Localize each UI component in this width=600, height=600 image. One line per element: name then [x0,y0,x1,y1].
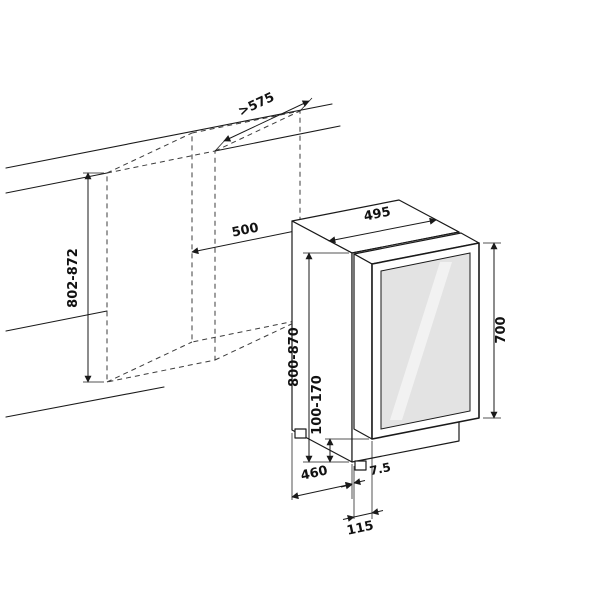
counter-line [214,125,341,152]
dim-appliance-width: 495 [323,205,460,254]
dimension-line [291,481,353,500]
counter-line [5,386,165,418]
dim-leg-height: 100-170 [310,375,369,463]
dim-niche-height: 802-872 [66,172,104,383]
dim-label-appliance-width: 495 [363,205,393,225]
dim-label-appliance-height: 800-870 [287,327,302,387]
counter-line [5,172,108,194]
counter-line [5,310,108,332]
dimension-line [353,478,366,486]
dim-niche-width: 500 [191,221,301,255]
dimension-line [353,512,373,518]
niche-depth-edge [106,341,193,383]
dim-label-door-depth: 115 [345,518,375,538]
dimension-line [342,514,355,522]
dimension-line [371,508,384,516]
dim-label-door-glass-height: 700 [494,316,509,343]
dimension-line [223,100,310,142]
niche-depth-edge [214,319,301,361]
niche-box [106,110,301,383]
niche-depth-edge [106,132,193,174]
appliance-foot [294,428,307,439]
dim-door-glass-height: 700 [483,242,509,419]
door-left-face [353,253,373,440]
dimension-line [340,482,353,490]
appliance-foot [354,460,367,471]
dimension-line [328,217,437,244]
dim-label-niche-depth: >575 [236,90,277,120]
niche-depth-edge [214,110,301,152]
dimension-line [191,227,301,255]
dim-label-rear-gap: 7.5 [368,460,392,478]
glass-reflection [390,262,452,420]
dim-appliance-height: 800-870 [287,252,349,463]
niche-opening [106,150,216,383]
dim-label-body-depth: 460 [299,463,329,483]
dim-label-niche-width: 500 [231,221,261,241]
dim-label-niche-height: 802-872 [66,248,81,308]
dim-label-leg-height: 100-170 [310,375,325,435]
appliance-door [353,232,480,440]
dim-bottom-depths: 460 7.5 115 [291,433,392,539]
